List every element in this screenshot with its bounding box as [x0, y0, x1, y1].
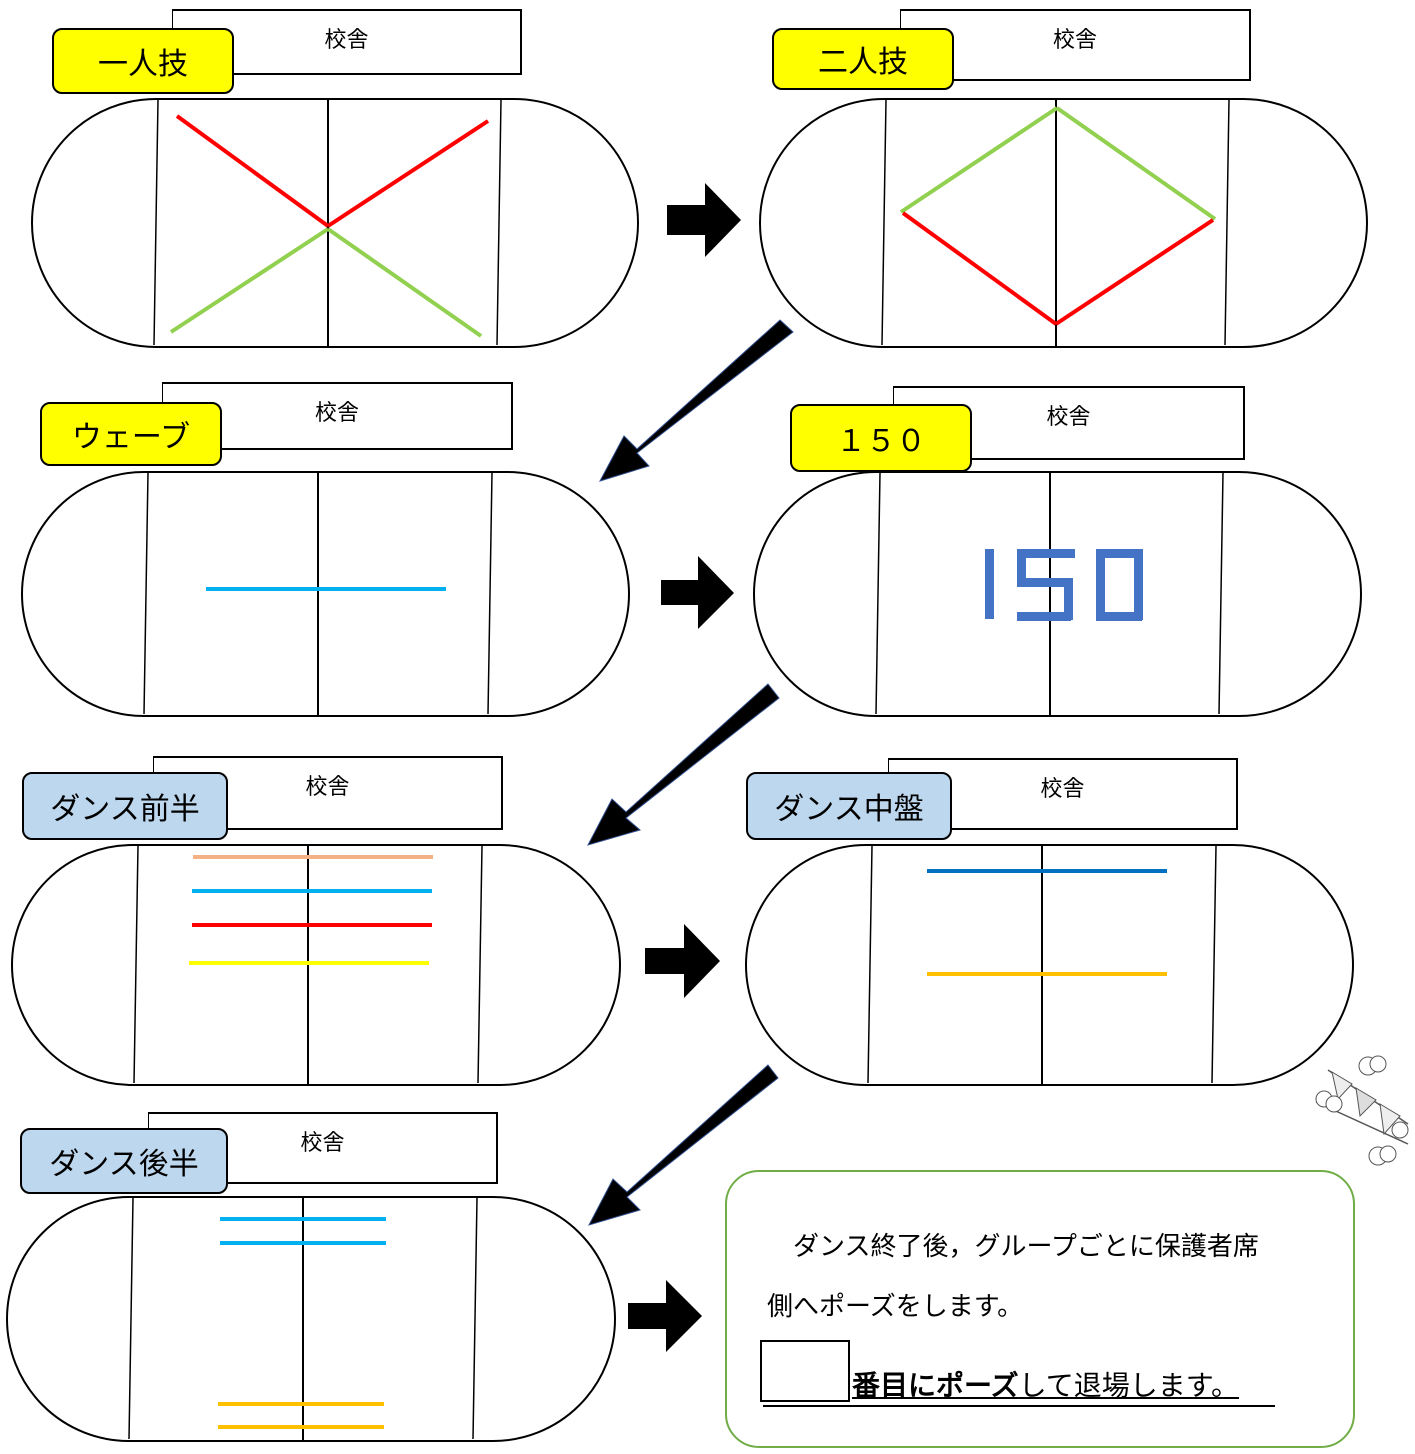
field-outline	[6, 1196, 616, 1442]
field-outline	[21, 471, 630, 717]
step-label-text: ウェーブ	[71, 420, 191, 455]
step-label: ダンス前半	[22, 772, 228, 840]
field-outline	[745, 844, 1354, 1086]
arrows	[628, 183, 741, 1352]
formation-line-red	[175, 114, 330, 228]
field-boundary-line	[487, 472, 493, 715]
digit-0-stroke	[1096, 549, 1105, 620]
building-label: 校舎	[305, 775, 350, 800]
building-label: 校舎	[300, 1131, 345, 1156]
step-label-text: 一人技	[98, 47, 188, 82]
digit-0-stroke	[1096, 549, 1142, 558]
formation-figure-150	[985, 549, 1143, 621]
number-blank-box[interactable]	[760, 1340, 850, 1402]
underline	[763, 1405, 1275, 1407]
instruction-text: ダンス終了後，グループごとに保護者席 側へポーズをします。	[767, 1217, 1259, 1337]
field-outline	[31, 98, 639, 348]
right-arrow-icon	[667, 183, 741, 257]
field-boundary-line	[875, 472, 881, 715]
formation-line-green	[1055, 106, 1217, 221]
building-label: 校舎	[324, 28, 369, 53]
field-boundary-line	[881, 99, 887, 346]
exit-text: して退場します。	[1018, 1369, 1239, 1402]
building-label: 校舎	[1040, 777, 1085, 802]
diagonal-arrow-icon	[598, 319, 794, 482]
formation-line-green	[169, 227, 330, 334]
right-arrow-icon	[661, 556, 734, 629]
digit-0-stroke	[1096, 612, 1142, 621]
building-label: 校舎	[1046, 405, 1091, 430]
field-6	[745, 844, 1354, 1086]
instruction-line-3: 番目にポーズして退場します。	[852, 1364, 1239, 1404]
step-label-text: ダンス後半	[49, 1147, 199, 1182]
field-2	[759, 98, 1368, 348]
instruction-line-1: ダンス終了後，グループごとに保護者席	[767, 1232, 1259, 1262]
building-label: 校舎	[1052, 28, 1097, 53]
digit-5-stroke	[1064, 578, 1073, 620]
formation-line-red	[901, 211, 1058, 326]
digit-1-stroke	[985, 549, 994, 619]
building-label: 校舎	[314, 401, 359, 426]
pose-order-text: 番目にポーズ	[852, 1369, 1019, 1402]
step-label: 二人技	[772, 28, 954, 90]
field-5	[11, 844, 621, 1086]
right-arrow-icon	[645, 924, 720, 998]
digit-5-stroke	[1017, 578, 1069, 587]
field-outline	[11, 844, 621, 1086]
field-7	[6, 1196, 616, 1442]
digit-5-stroke	[1017, 549, 1075, 558]
field-boundary-line	[472, 1197, 478, 1440]
formation-line-green	[326, 227, 483, 338]
right-arrow-icon	[628, 1280, 702, 1352]
field-boundary-line	[867, 845, 873, 1084]
field-1	[31, 98, 639, 348]
field-outline	[753, 471, 1362, 717]
diagonal-arrow-icon	[587, 683, 780, 846]
field-boundary-line	[133, 845, 139, 1084]
school-building: 校舎	[900, 9, 1251, 81]
step-label-text: ダンス中盤	[774, 792, 924, 827]
field-boundary-line	[477, 845, 483, 1084]
formation-line-red	[326, 119, 490, 228]
digit-5-stroke	[1017, 612, 1071, 621]
diagonal-arrows	[587, 319, 794, 1226]
formation-line-red	[1054, 218, 1215, 326]
step-label: １５０	[790, 404, 972, 472]
step-label-text: １５０	[836, 424, 926, 459]
field-boundary-line	[1218, 472, 1224, 715]
diagonal-arrow-icon	[588, 1064, 779, 1226]
field-4	[753, 471, 1362, 717]
instruction-line-2: 側へポーズをします。	[767, 1292, 1024, 1322]
step-label-text: ダンス前半	[50, 792, 200, 827]
field-boundary-line	[1224, 99, 1230, 346]
field-boundary-line	[496, 99, 502, 346]
field-boundary-line	[1211, 845, 1217, 1084]
field-3	[21, 471, 630, 717]
formation-line-green	[899, 106, 1059, 214]
festival-bunting-icon	[1315, 1055, 1409, 1166]
step-label: ウェーブ	[40, 402, 222, 466]
step-label-text: 二人技	[818, 45, 908, 80]
step-label: ダンス後半	[20, 1128, 228, 1194]
field-boundary-line	[128, 1197, 134, 1440]
field-boundary-line	[143, 472, 149, 715]
digit-5-stroke	[1017, 549, 1026, 583]
instruction-box: ダンス終了後，グループごとに保護者席 側へポーズをします。 番目にポーズして退場…	[725, 1170, 1355, 1448]
digit-0-stroke	[1134, 549, 1143, 620]
field-boundary-line	[153, 99, 159, 346]
step-label: 一人技	[52, 28, 234, 94]
field-outline	[759, 98, 1368, 348]
step-label: ダンス中盤	[746, 772, 952, 840]
